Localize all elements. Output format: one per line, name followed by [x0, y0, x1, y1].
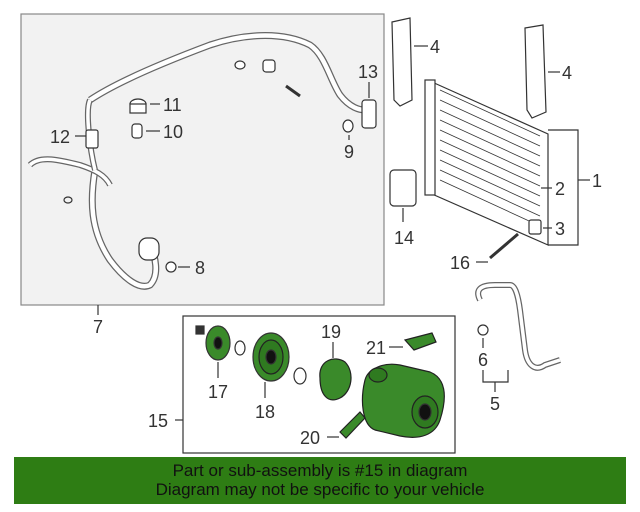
callout-17: 17 [208, 382, 228, 402]
callout-2: 2 [555, 179, 565, 199]
oring-9 [342, 119, 354, 133]
bracket-4a [391, 17, 413, 107]
callout-16: 16 [450, 253, 470, 273]
condenser [424, 79, 549, 246]
callout-4b: 4 [562, 63, 572, 83]
parts-diagram: 1 2 3 4 4 5 6 7 8 9 10 11 12 13 14 15 16… [20, 13, 602, 454]
callout-13: 13 [358, 62, 378, 82]
callout-18: 18 [255, 402, 275, 422]
valve-20 [339, 411, 366, 439]
banner-line-1: Part or sub-assembly is #15 in diagram [172, 461, 468, 480]
sensor-12 [85, 129, 99, 149]
banner-line-2: Diagram may not be specific to your vehi… [155, 480, 485, 499]
callout-3: 3 [555, 219, 565, 239]
callout-14: 14 [394, 228, 414, 248]
receiver-13 [361, 99, 377, 129]
mount-14 [389, 169, 417, 207]
dryer-3 [528, 219, 542, 235]
gasket-6 [477, 324, 489, 336]
callout-12: 12 [50, 127, 70, 147]
callout-8: 8 [195, 258, 205, 278]
clutch-17 [205, 325, 231, 361]
callout-11: 11 [163, 95, 182, 115]
pulley-18 [252, 332, 290, 382]
bracket-4b [524, 24, 547, 119]
callout-9: 9 [344, 142, 354, 162]
bolt-16 [489, 232, 519, 260]
info-banner: Part or sub-assembly is #15 in diagram D… [14, 457, 626, 504]
callout-1: 1 [592, 171, 602, 191]
oring-8 [165, 261, 177, 273]
bracket-21 [403, 332, 437, 351]
callout-5: 5 [490, 394, 500, 414]
callout-20: 20 [300, 428, 320, 448]
compressor-body [361, 363, 445, 438]
callout-19: 19 [321, 322, 341, 342]
callout-10: 10 [163, 122, 183, 142]
coil-19 [319, 358, 352, 401]
callout-15: 15 [148, 411, 168, 431]
callout-7: 7 [93, 317, 103, 337]
valve-10 [131, 123, 143, 139]
callout-6: 6 [478, 350, 488, 370]
callout-21: 21 [366, 338, 386, 358]
callout-4a: 4 [430, 37, 440, 57]
